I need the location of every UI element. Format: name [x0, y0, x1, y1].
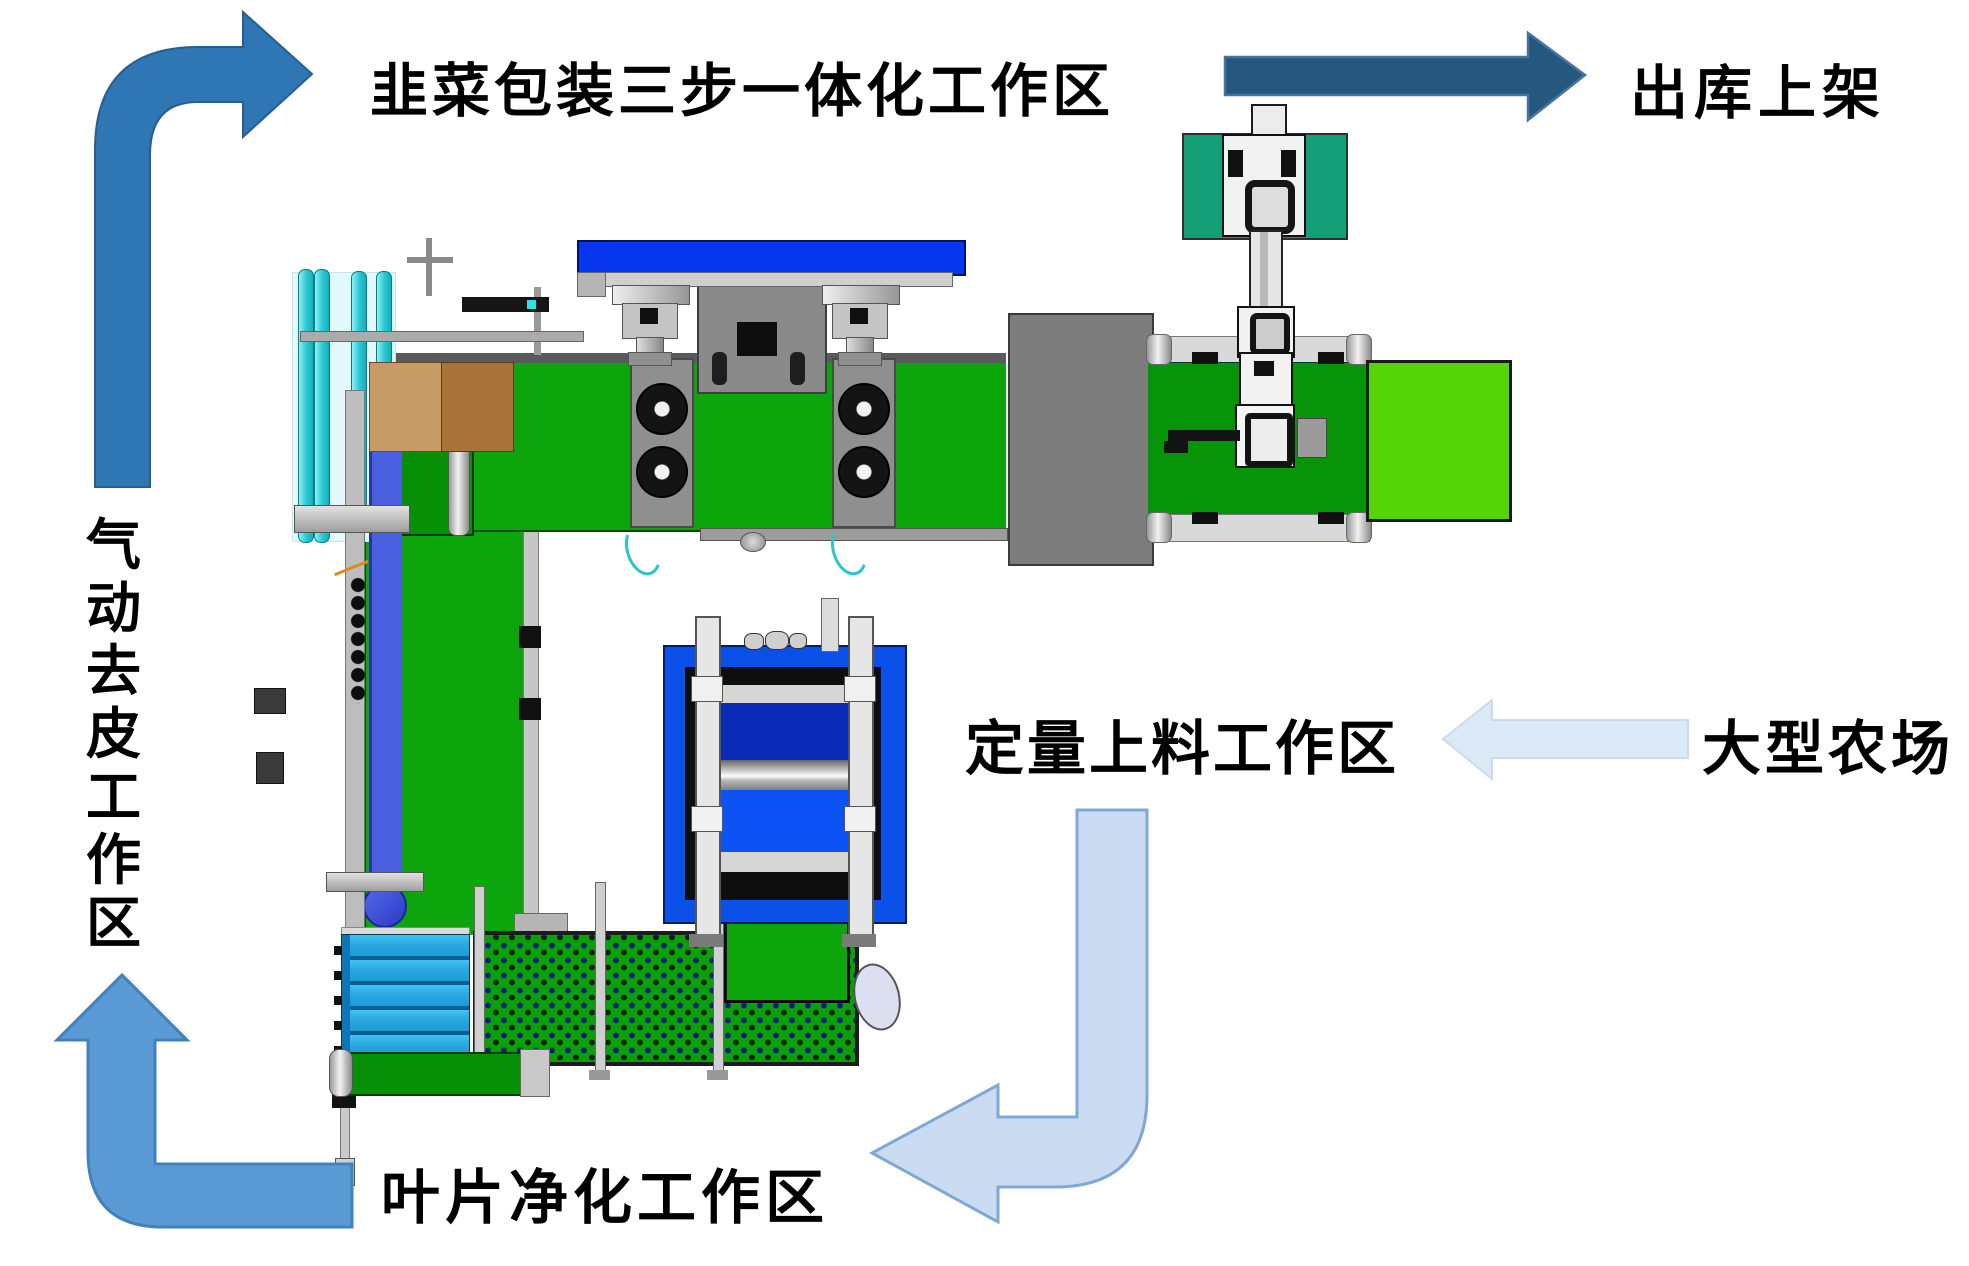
- leg-window: [640, 308, 658, 324]
- product-box: [1366, 360, 1512, 522]
- carton-dark: [441, 362, 514, 452]
- conveyor-leg: [740, 532, 766, 552]
- gripper-side-box: [1297, 418, 1327, 458]
- cross-bracket: [294, 505, 410, 533]
- rail-mount-block: [519, 698, 541, 720]
- frame-fitting: [254, 688, 286, 714]
- robot-wrist-detail: [1254, 361, 1274, 376]
- frame-fitting: [256, 752, 284, 784]
- sensor-post: [534, 287, 541, 355]
- roller-column: [348, 576, 368, 704]
- label-farm: 大型农场: [1702, 714, 1955, 783]
- rail-clamp: [1318, 352, 1344, 364]
- gripper-rod: [1168, 430, 1240, 441]
- transfer-box: [724, 918, 850, 1003]
- feeder-rail: [695, 616, 721, 942]
- sensor-rod-cross: [407, 257, 453, 263]
- table-step: [577, 272, 606, 297]
- feeder-bottom-bar: [700, 852, 866, 872]
- post-foot: [589, 1070, 610, 1080]
- table-leg-foot: [628, 352, 672, 366]
- feed-wheel: [838, 446, 890, 498]
- stack-hinge: [334, 971, 342, 980]
- label-feeding-zone: 定量上料工作区: [965, 714, 1400, 783]
- rail-clamp: [1318, 512, 1344, 524]
- robot-shoulder-detail: [1281, 150, 1296, 177]
- plate-window: [737, 322, 777, 356]
- stack-hinge: [334, 1021, 342, 1030]
- outfeed-roller-cap: [1346, 334, 1372, 365]
- rail-joint: [691, 676, 723, 702]
- label-outbound: 出库上架: [1630, 59, 1887, 127]
- feeder-clamp: [789, 633, 807, 649]
- cross-bracket: [326, 872, 424, 892]
- feed-wheel: [838, 383, 890, 435]
- label-leaf-cleaning-zone: 叶片净化工作区: [381, 1163, 830, 1232]
- main-conveyor-bottom-rail: [700, 528, 1008, 541]
- rail-clamp: [1192, 512, 1218, 524]
- feeder-clamp: [765, 631, 789, 650]
- frame-rail-top: [300, 331, 584, 342]
- feeder-top-bar: [700, 685, 866, 703]
- outfeed-roller-cap: [1146, 512, 1172, 543]
- feeder-clamp: [744, 633, 764, 650]
- rail-joint: [691, 806, 723, 832]
- drawer-stack: [341, 934, 470, 1059]
- feeder-hopper: [700, 703, 866, 760]
- outfeed-roller-cap: [1146, 334, 1172, 365]
- arrow-farm-to-feeding: [1441, 697, 1689, 782]
- leg-window: [850, 308, 868, 324]
- gripper-foot: [1164, 441, 1188, 453]
- arrow-leaf-cleaning-to-peeling: [53, 972, 354, 1229]
- feeder-post: [821, 598, 839, 652]
- discharge-block: [520, 1049, 550, 1097]
- plate-slot: [712, 352, 727, 385]
- arrow-packaging-to-outbound: [1223, 30, 1588, 123]
- rail-clamp: [1192, 352, 1218, 364]
- arrow-peeling-to-packaging: [94, 9, 314, 488]
- packaging-table: [577, 240, 966, 276]
- rail-joint: [844, 676, 876, 702]
- post-foot: [707, 1070, 728, 1080]
- label-packaging-zone: 韭菜包装三步一体化工作区: [370, 57, 1115, 125]
- sensor-led: [527, 300, 536, 309]
- discharge-roller: [329, 1049, 353, 1097]
- stack-hinge: [334, 996, 342, 1005]
- feed-wheel: [636, 383, 688, 435]
- discharge-belt: [340, 1052, 544, 1096]
- robot-shoulder-detail: [1228, 150, 1243, 177]
- rail-mount-block: [519, 626, 541, 648]
- carton-light: [369, 362, 443, 452]
- table-leg-foot: [838, 352, 882, 366]
- sensor-rod: [426, 238, 432, 296]
- robot-gripper-frame: [1245, 413, 1293, 467]
- label-pneumatic-peeling-zone: 气动去皮工作区: [86, 513, 142, 955]
- plate-slot: [790, 352, 805, 385]
- rail-joint: [844, 806, 876, 832]
- robot-arm-stripe: [1260, 232, 1268, 312]
- outfeed-roller-cap: [1346, 512, 1372, 543]
- arrow-feeding-to-leaf-cleaning: [868, 808, 1149, 1225]
- feed-wheel: [636, 446, 688, 498]
- feeder-rail-foot: [689, 934, 723, 947]
- feeder-panel: [700, 790, 866, 852]
- feeder-rail: [848, 616, 874, 942]
- feeder-rail-foot: [842, 934, 876, 947]
- stack-hinge: [334, 946, 342, 955]
